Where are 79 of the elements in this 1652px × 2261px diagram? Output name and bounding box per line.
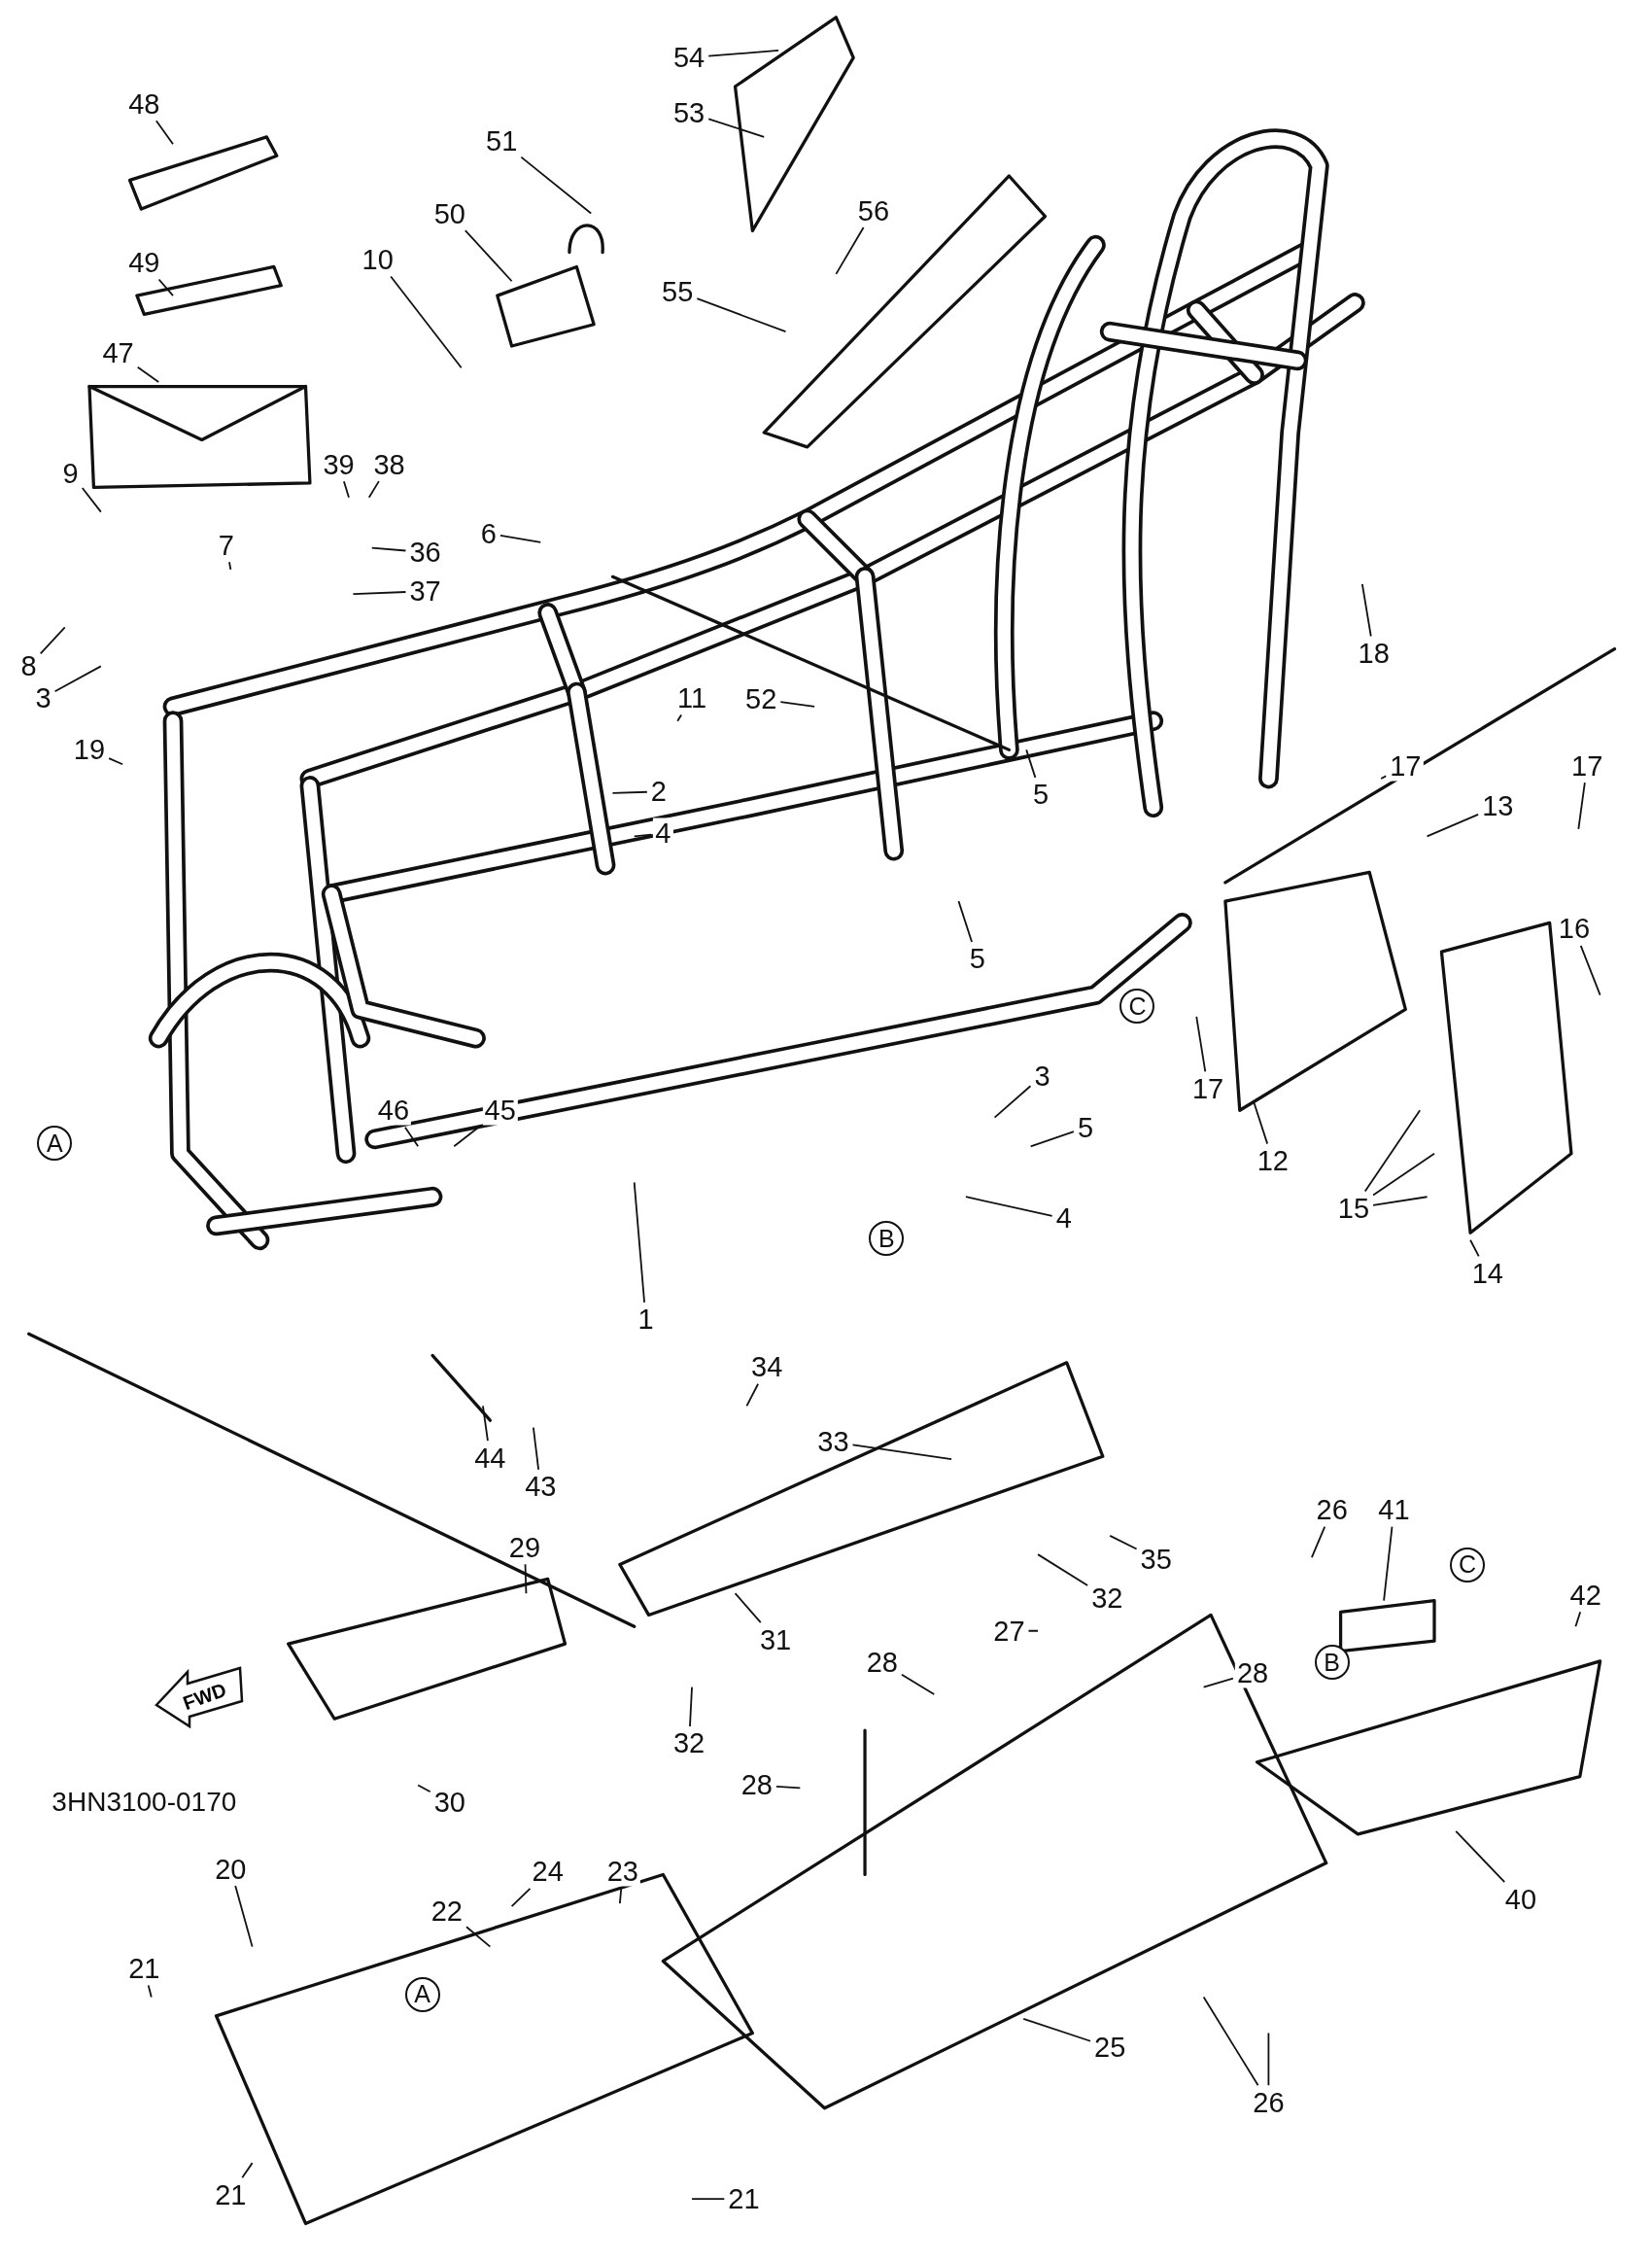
leader-line [453,1125,482,1148]
leader-line [901,1673,936,1695]
leader-line [1455,1830,1506,1884]
leader-line [1037,1553,1089,1586]
leader-line [1202,1677,1234,1688]
reference-letter: A [404,1976,440,2012]
leader-line [734,1592,762,1624]
leader-line [1372,1196,1428,1206]
part-number: 3HN3100-0170 [52,1787,237,1819]
leader-line [835,226,865,275]
leader-line [1579,944,1601,996]
leader-line [370,546,407,552]
leader-line [1029,1130,1075,1148]
leader-line [696,297,787,333]
leader-line [482,1405,489,1443]
leader-line [510,1888,532,1907]
reference-letter: B [1314,1645,1350,1681]
leader-line [465,1926,492,1948]
leader-line [957,900,973,943]
leader-line [1253,1101,1269,1145]
reference-letter: C [1119,989,1155,1025]
leader-line [136,365,160,383]
leader-line [1383,1525,1394,1602]
reference-letter: A [37,1126,73,1162]
leader-line [1380,775,1388,780]
leader-line [1195,1015,1207,1073]
reference-letter: B [869,1221,905,1257]
leader-line [228,561,232,571]
leader-line [520,156,593,215]
leader-line [1372,1152,1435,1197]
leader-line [39,626,66,655]
leader-line [1022,2017,1091,2042]
leader-line [390,275,463,369]
leader-line [707,118,766,138]
leader-line [241,2162,254,2179]
leader-line [417,1784,431,1793]
leader-line [343,480,350,499]
leader-line [779,701,816,708]
leader-line [1363,1109,1422,1193]
leader-line [633,1181,645,1304]
leader-line [367,480,380,499]
leader-line [676,713,682,722]
leader-line [352,591,407,596]
leader-line [234,1885,254,1948]
leader-line [689,1686,693,1727]
leader-line [1267,2032,1270,2087]
leader-line [965,1196,1053,1217]
leader-line [53,665,102,693]
leader-line [1574,1611,1582,1628]
leader-line [147,1984,153,1999]
leader-line [464,229,513,283]
leader-line [1311,1525,1326,1558]
leader-line [81,487,102,513]
leader-line [611,790,648,794]
leader-line [1109,1534,1138,1550]
leader-line [157,278,174,296]
leader-line [1360,582,1372,638]
leader-line [745,1382,759,1408]
leader-line [1469,1238,1480,1258]
leader-line [1577,782,1586,830]
leader-line [403,1126,420,1148]
leader-line [1426,813,1480,838]
forward-arrow-sign: FWD [152,1666,246,1728]
leader-line [707,50,779,57]
leader-line [108,757,123,766]
leader-line [851,1444,952,1461]
leader-line [618,1888,623,1904]
leader-line [691,2198,726,2201]
leader-line [775,1785,802,1790]
leader-line [633,833,653,838]
leader-line [1202,1996,1259,2087]
leader-line [993,1085,1032,1119]
reference-letter: C [1450,1547,1486,1583]
leader-line [499,534,542,543]
leader-line [524,1563,528,1595]
leader-line [1027,1629,1039,1632]
leader-line [155,120,174,146]
leader-line [1025,748,1037,779]
leader-line [532,1426,540,1471]
